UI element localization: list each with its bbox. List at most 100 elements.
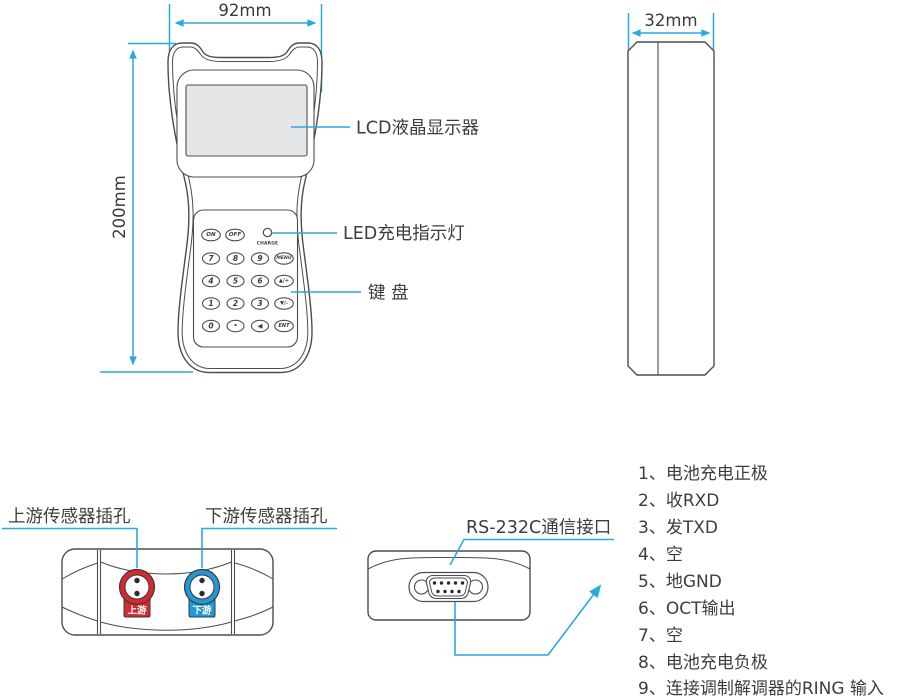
- key-5: [226, 274, 245, 288]
- pin-item-5: 5、地GND: [638, 572, 722, 592]
- db9-dshape-outer: [425, 574, 472, 600]
- pinout-arrow-line: [454, 584, 602, 656]
- key-6: [250, 274, 270, 288]
- upstream-pin-top: [134, 577, 140, 584]
- key-down-minus: [274, 297, 294, 310]
- front-height-value: 200mm: [110, 175, 129, 239]
- keypad-row-2: 4 5 6 ▲/+: [201, 274, 294, 288]
- key-8-label: 8: [233, 254, 238, 263]
- key-4-label: 4: [208, 277, 213, 286]
- downstream-pin-bottom: [199, 590, 205, 597]
- key-dot: [226, 319, 245, 333]
- key-off: [225, 228, 245, 242]
- downstream-callout: 下游传感器插孔: [201, 507, 337, 568]
- lcd-screen: [185, 84, 308, 157]
- key-up-plus-label: ▲/+: [279, 278, 289, 284]
- key-2: [226, 297, 245, 310]
- pin-item-6: 6、OCT输出: [638, 599, 735, 619]
- pin-item-1: 1、电池充电正极: [638, 464, 768, 484]
- key-0-label: 0: [208, 322, 213, 331]
- led-label: LED充电指示灯: [343, 224, 465, 244]
- side-body-outline: [627, 41, 715, 376]
- key-dot-label: ·: [234, 321, 238, 332]
- pin-item-7: 7、空: [638, 626, 683, 646]
- downstream-pin-top: [199, 577, 205, 584]
- pin-item-2: 2、收RXD: [638, 491, 719, 511]
- keyboard-callout: 键 盘: [291, 284, 409, 304]
- top-contour-left: [61, 562, 98, 580]
- key-backspace: [250, 319, 270, 333]
- side-width-value: 32mm: [644, 11, 697, 30]
- top-contour-curve: [100, 561, 232, 575]
- upstream-pin-bottom: [134, 590, 140, 597]
- upstream-leader-line: [2, 527, 138, 568]
- front-width-value: 92mm: [218, 1, 271, 20]
- pin-item-3: 3、发TXD: [638, 518, 718, 538]
- bottom-contour-left: [61, 606, 98, 622]
- front-height-dimension: 200mm: [100, 42, 193, 373]
- key-backspace-label: ◀: [258, 322, 263, 330]
- bottom-contour-curve: [100, 621, 232, 631]
- key-4: [201, 274, 221, 288]
- keyboard-label: 键 盘: [368, 284, 409, 304]
- keypad-row-1: 7 8 9 MENU: [201, 252, 294, 265]
- key-ent: [274, 319, 294, 333]
- upstream-jack-face: [124, 574, 150, 600]
- bottom-body-outline: [61, 548, 274, 636]
- upstream-callout: 上游传感器插孔: [2, 507, 138, 568]
- upstream-label: 上游传感器插孔: [8, 507, 131, 527]
- db9-dshape-inner: [429, 577, 468, 597]
- front-view: 92mm 200mm ON OFF CHARGE 7: [100, 1, 479, 374]
- key-6-label: 6: [257, 277, 262, 286]
- db9-pins: [432, 581, 465, 594]
- upstream-jack: 上游: [118, 568, 156, 618]
- pin-item-4: 4、空: [638, 545, 683, 565]
- rs232-contour-curve: [367, 556, 531, 570]
- key-9-label: 9: [257, 254, 262, 263]
- db9-connector: [408, 571, 489, 603]
- charge-led-label: CHARGE: [257, 241, 278, 247]
- key-7: [201, 252, 221, 265]
- rs232-leader-line: [449, 538, 614, 566]
- side-view: 32mm: [627, 11, 715, 376]
- handheld-body-inner-line: [171, 46, 319, 369]
- key-menu: [274, 252, 294, 265]
- rs232-view: RS-232C通信接口: [367, 518, 614, 656]
- key-down-minus-label: ▼/-: [280, 301, 288, 307]
- lcd-label: LCD液晶显示器: [356, 119, 479, 139]
- pin-item-8: 8、电池充电负极: [638, 653, 768, 673]
- bottom-view: 上游 下游 上游传感器插孔 下游传感器插孔: [2, 507, 337, 636]
- pin-item-9: 9、连接调制解调器的RING 输入: [638, 679, 884, 699]
- keypad-row-3: 1 2 3 ▼/-: [201, 297, 294, 310]
- top-contour-right: [234, 562, 274, 580]
- key-2-label: 2: [233, 299, 238, 308]
- key-menu-label: MENU: [276, 255, 292, 261]
- downstream-label: 下游传感器插孔: [205, 507, 328, 527]
- keypad-panel: [192, 209, 299, 348]
- key-up-plus: [274, 274, 294, 288]
- side-width-dimension: 32mm: [627, 11, 715, 50]
- key-1: [201, 297, 221, 310]
- key-9: [250, 252, 270, 265]
- rs232-callout: RS-232C通信接口: [449, 518, 614, 566]
- key-on: [201, 228, 221, 242]
- key-5-label: 5: [233, 277, 238, 286]
- keypad-row-power: ON OFF CHARGE: [201, 227, 278, 247]
- downstream-jack-text: 下游: [192, 605, 212, 617]
- rs232-label: RS-232C通信接口: [466, 518, 611, 538]
- key-3-label: 3: [257, 299, 262, 308]
- key-7-label: 7: [208, 254, 214, 263]
- downstream-leader-line: [201, 527, 337, 568]
- downstream-jack: 下游: [183, 568, 221, 618]
- downstream-jack-face: [189, 574, 215, 600]
- key-0: [201, 319, 221, 333]
- key-8: [226, 252, 245, 265]
- keypad-row-4: 0 · ◀ ENT: [201, 319, 294, 333]
- key-3: [250, 297, 270, 310]
- lcd-callout: LCD液晶显示器: [291, 119, 479, 139]
- upstream-jack-text: 上游: [127, 605, 147, 617]
- key-on-label: ON: [206, 232, 216, 238]
- key-1-label: 1: [208, 299, 213, 308]
